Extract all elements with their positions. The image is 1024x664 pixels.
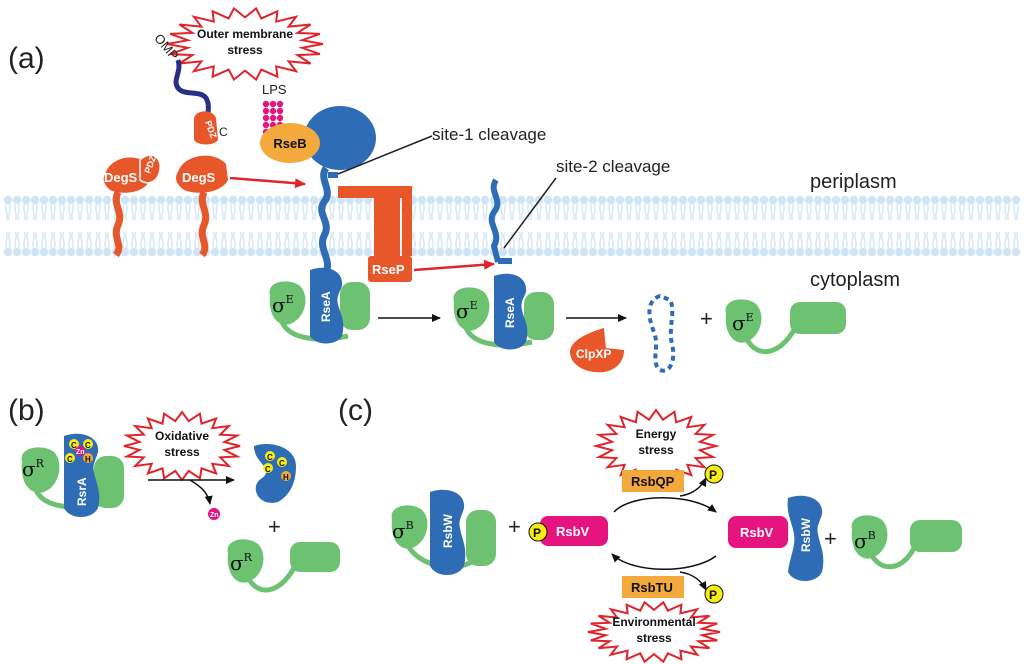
lps-label: LPS (262, 82, 287, 97)
sigma-b-symbol: σB (392, 519, 414, 543)
rsbv-rsbw-complex: RsbV RsbW (728, 495, 824, 581)
rsbv-label-right: RsbV (740, 525, 774, 540)
svg-text:H: H (283, 473, 289, 482)
rsbqp-label: RsbQP (631, 474, 675, 489)
sigma-e-symbol: σE (272, 293, 294, 317)
site1-cleavage-label: site-1 cleavage (432, 125, 546, 144)
free-sigma-b: σB (851, 515, 962, 570)
svg-text:C: C (265, 465, 271, 474)
rsbv-label-left: RsbV (556, 524, 590, 539)
svg-text:H: H (85, 455, 91, 464)
arrow-c-top-release (679, 477, 707, 497)
rsra-label: RsrA (75, 477, 89, 506)
free-sigma-e: σE (725, 299, 846, 355)
panel-label-b: (b) (8, 394, 45, 427)
periplasm-label: periplasm (810, 171, 897, 193)
energy-stress-burst: Energy stress (592, 408, 720, 484)
oxidative-line2: stress (164, 445, 200, 459)
sigma-e-rsea-complex-2: σE RseA (453, 273, 554, 350)
plus-b: + (268, 514, 281, 539)
sigma-r-rsra-complex: σR RsrA C C C H Zn (21, 433, 124, 517)
oxidative-stress-burst: Oxidative stress (123, 410, 241, 482)
degs-active-label: DegS (182, 170, 216, 185)
phosphate-added: P (709, 588, 717, 602)
rsbtu-label: RsbTU (631, 580, 673, 595)
arrow-c-bottom-release (679, 571, 707, 591)
rsea-periplasmic-domain (304, 106, 376, 170)
sigma-e-symbol-free: σE (732, 311, 754, 335)
arrow-c-bottom (611, 553, 717, 570)
degs-inactive: PDZ DegS (103, 154, 161, 258)
rsea-cleaved-tm (488, 178, 501, 263)
sigma-e-rsea-complex-1: σE RseA (269, 267, 370, 344)
panel-label-a: (a) (8, 42, 45, 75)
plus-c2: + (824, 526, 837, 551)
zinc-ion-free (208, 508, 220, 520)
degs-active: PDZ DegS (176, 111, 228, 258)
site2-pointer (503, 177, 557, 249)
sigma-b-symbol-free: σB (854, 529, 876, 553)
energy-line1: Energy (636, 427, 677, 441)
sigma-b-rsbw-complex: σB RsbW (391, 489, 496, 575)
oxidative-line1: Oxidative (155, 429, 209, 443)
c-terminus-label: C (219, 125, 228, 139)
rsea-label: RseA (319, 291, 333, 322)
clpxp-label: ClpXP (576, 347, 611, 361)
degs-label: DegS (104, 170, 138, 185)
svg-text:C: C (267, 453, 273, 462)
svg-text:Zn: Zn (210, 512, 219, 519)
env-line2: stress (636, 631, 672, 645)
env-line1: Environmental (612, 615, 695, 629)
svg-text:C: C (67, 455, 73, 464)
sigma-e-symbol-2: σE (456, 299, 478, 323)
rseb-protein (260, 123, 320, 163)
cytoplasm-label: cytoplasm (810, 269, 900, 291)
rseb-label: RseB (273, 136, 306, 151)
rsep-protease: RseP (338, 186, 412, 282)
arrow-b-zn-release (189, 479, 213, 505)
site1-pointer (337, 135, 433, 175)
free-sigma-r: σR (227, 539, 340, 593)
rsbv-phosphorylated: RsbV P (528, 516, 608, 546)
rsra-oxidized: C C C H (254, 444, 296, 503)
sigma-r-symbol: σR (22, 457, 45, 481)
rsea-rseb-complex: RseB (260, 106, 376, 274)
degs-to-rsea-arrow (229, 176, 306, 189)
panel-label-c: (c) (338, 394, 373, 427)
rsep-label: RseP (372, 262, 405, 277)
clpxp-protease: ClpXP (570, 327, 624, 373)
sigma-r-symbol-free: σR (230, 551, 253, 575)
rsep-to-rsea-arrow (413, 259, 495, 272)
rsea-label-2: RseA (503, 297, 517, 328)
arrow-c-top (613, 497, 717, 513)
phosphate-released: P (709, 468, 717, 482)
outer-membrane-stress-burst: Outer membrane stress (166, 6, 324, 82)
svg-text:Zn: Zn (76, 449, 85, 456)
burst-text-line1: Outer membrane (197, 27, 293, 41)
zinc-ion-bound (75, 446, 85, 456)
svg-text:C: C (71, 441, 77, 450)
site2-cleavage-label: site-2 cleavage (556, 157, 670, 176)
plus-a: + (700, 306, 713, 331)
environmental-stress-burst: Environmental stress (587, 600, 721, 664)
rsbw-label: RsbW (441, 513, 455, 548)
rsbw-label-right: RsbW (799, 517, 813, 552)
membrane-bilayer (3, 195, 1021, 257)
energy-line2: stress (638, 443, 674, 457)
svg-text:C: C (85, 441, 91, 450)
degraded-rsea-fragments (647, 293, 676, 373)
phosphate-on-rsbv: P (533, 526, 541, 540)
burst-text-line2: stress (227, 43, 263, 57)
plus-c1: + (508, 514, 521, 539)
svg-text:C: C (279, 459, 285, 468)
